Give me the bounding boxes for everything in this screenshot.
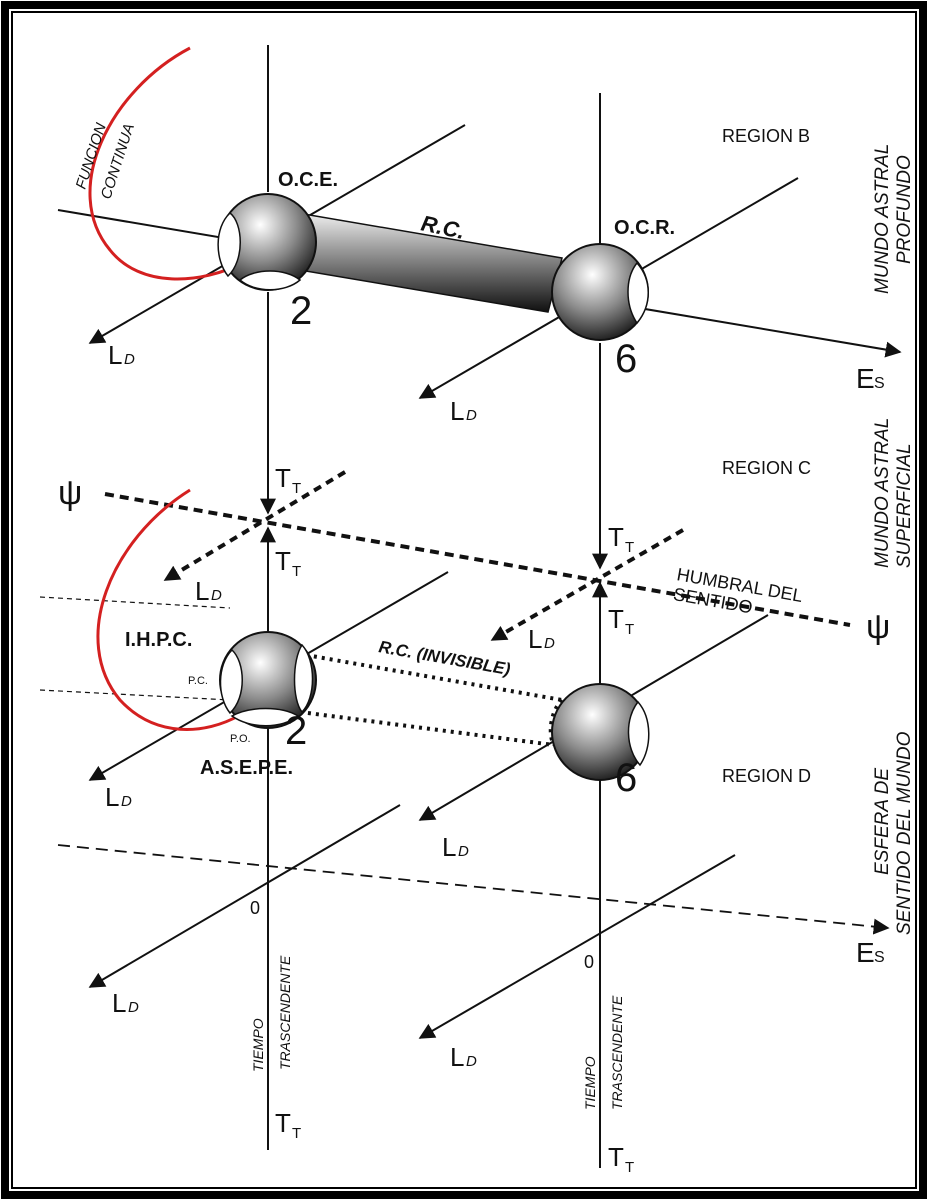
label-ihpc: I.H.P.C. <box>125 629 192 651</box>
svg-text:T: T <box>608 604 624 634</box>
svg-text:L: L <box>450 396 464 426</box>
label-mundo-astral-superficial: MUNDO ASTRAL SUPERFICIAL <box>872 418 915 568</box>
number-2-bottom: 2 <box>285 709 307 753</box>
label-asepe: A.S.E.P.E. <box>200 757 293 779</box>
label-region-b: REGION B <box>722 126 810 146</box>
labels: FUNCION CONTINUA O.C.E. O.C.R. R.C. REGI… <box>58 121 915 1176</box>
svg-text:PROFUNDO: PROFUNDO <box>894 155 915 264</box>
svg-text:T: T <box>608 522 624 552</box>
svg-text:L: L <box>105 782 119 812</box>
svg-text:S: S <box>874 949 885 966</box>
svg-text:L: L <box>450 1042 464 1072</box>
axes <box>57 45 902 1168</box>
svg-text:D: D <box>211 587 222 604</box>
svg-text:MUNDO ASTRAL: MUNDO ASTRAL <box>872 418 893 568</box>
number-6-bottom: 6 <box>615 756 637 800</box>
svg-text:D: D <box>458 843 469 860</box>
svg-text:T: T <box>625 1159 634 1176</box>
svg-text:T: T <box>292 563 301 580</box>
svg-text:ESFERA DE: ESFERA DE <box>872 768 893 875</box>
svg-text:D: D <box>124 351 135 368</box>
svg-text:S: S <box>874 375 885 392</box>
label-humbral: HUMBRAL DEL SENTIDO <box>672 564 804 617</box>
svg-text:SUPERFICIAL: SUPERFICIAL <box>894 443 915 568</box>
svg-text:D: D <box>121 793 132 810</box>
svg-text:T: T <box>292 480 301 497</box>
svg-text:T: T <box>608 1142 624 1172</box>
svg-text:T: T <box>275 463 291 493</box>
svg-text:SENTIDO DEL MUNDO: SENTIDO DEL MUNDO <box>894 731 915 935</box>
svg-text:D: D <box>544 635 555 652</box>
zero-right: 0 <box>584 952 594 972</box>
tiempo-left: TIEMPO <box>250 1018 266 1072</box>
svg-text:T: T <box>625 621 634 638</box>
label-oce: O.C.E. <box>278 169 338 191</box>
number-6-top: 6 <box>615 337 637 381</box>
dashed-guides <box>39 470 890 935</box>
label-region-c: REGION C <box>722 458 811 478</box>
svg-text:E: E <box>856 363 875 394</box>
svg-text:E: E <box>856 937 875 968</box>
label-rc-invisible: R.C. (INVISIBLE) <box>377 637 512 679</box>
continuous-function-curves <box>88 46 246 731</box>
sphere-ocr <box>551 243 649 341</box>
svg-text:T: T <box>275 1108 291 1138</box>
svg-text:T: T <box>275 546 291 576</box>
label-esfera-sentido: ESFERA DE SENTIDO DEL MUNDO <box>872 731 915 935</box>
label-ocr: O.C.R. <box>614 217 675 239</box>
svg-text:D: D <box>466 1053 477 1070</box>
svg-text:T: T <box>292 1125 301 1142</box>
psi-left: ψ <box>58 474 82 512</box>
svg-text:L: L <box>528 624 542 654</box>
label-region-d: REGION D <box>722 766 811 786</box>
tiempo-right: TIEMPO <box>582 1056 598 1110</box>
sphere-6-lower <box>551 683 650 781</box>
sphere-asepe <box>219 631 317 729</box>
svg-text:D: D <box>466 407 477 424</box>
inner-frame <box>11 11 917 1189</box>
label-po: P.O. <box>230 733 251 745</box>
svg-text:T: T <box>625 539 634 556</box>
svg-text:MUNDO ASTRAL: MUNDO ASTRAL <box>872 144 893 294</box>
svg-text:L: L <box>442 832 456 862</box>
trascendente-left: TRASCENDENTE <box>277 955 293 1070</box>
svg-text:L: L <box>112 988 126 1018</box>
psi-right: ψ <box>866 608 890 646</box>
label-pc: P.C. <box>188 675 208 687</box>
sphere-oce <box>217 193 317 291</box>
zero-left: 0 <box>250 898 260 918</box>
svg-text:D: D <box>128 999 139 1016</box>
svg-text:L: L <box>195 576 209 606</box>
label-mundo-astral-profundo: MUNDO ASTRAL PROFUNDO <box>872 144 915 294</box>
trascendente-right: TRASCENDENTE <box>609 995 625 1110</box>
number-2-top: 2 <box>290 289 312 333</box>
rc-invisible-links <box>291 653 564 747</box>
svg-text:L: L <box>108 340 122 370</box>
